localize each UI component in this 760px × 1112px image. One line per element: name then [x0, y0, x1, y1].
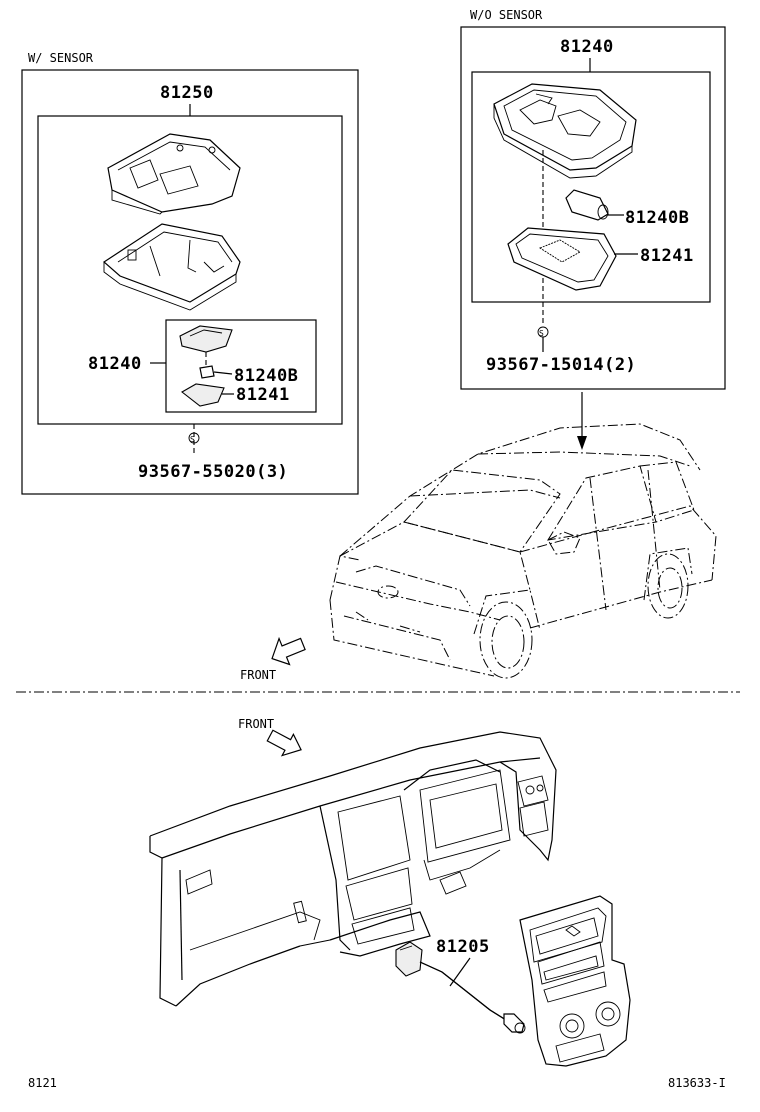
without-sensor-frame [460, 26, 726, 390]
figure-code: 813633-I [668, 1076, 726, 1090]
lamp-bracket [107, 133, 241, 215]
without-sensor-group: W/O SENSOR 81240 81240B 81241 [460, 8, 726, 390]
part-81241-left-label: 81241 [236, 385, 290, 405]
screw-symbol-right: S [537, 326, 549, 352]
sensor-81205 [395, 941, 526, 1034]
dashboard-outline [149, 731, 557, 1007]
assembly-81240-frame [471, 71, 711, 303]
part-93567-55020-label: 93567-55020(3) [138, 462, 288, 482]
part-81240-right-label: 81240 [560, 37, 614, 57]
part-81240B-left-label: 81240B [234, 366, 298, 386]
part-81240B-right-label: 81240B [625, 208, 689, 228]
vehicle-front-label: FRONT [240, 668, 276, 682]
center-panel [519, 895, 631, 1067]
small-lens [181, 383, 234, 407]
with-sensor-label: W/ SENSOR [28, 51, 94, 65]
sub-assembly-81240-frame [165, 319, 317, 413]
vehicle-outline [329, 423, 717, 679]
assembly-81250-frame [37, 115, 343, 425]
map-lamp-housing [493, 83, 637, 179]
part-81241-right-label: 81241 [640, 246, 694, 266]
small-lamp-body [179, 325, 233, 366]
map-lamp-bulb [565, 189, 624, 221]
without-sensor-label: W/O SENSOR [470, 8, 543, 22]
screw-symbol-left: S [188, 432, 200, 444]
map-lamp-lens [507, 227, 638, 291]
with-sensor-frame [21, 69, 359, 495]
with-sensor-group: W/ SENSOR 81250 81240 [21, 51, 359, 495]
lamp-housing [103, 223, 241, 311]
page-code: 8121 [28, 1076, 57, 1090]
part-81250-label: 81250 [160, 83, 214, 103]
part-81205-label: 81205 [436, 937, 490, 957]
part-93567-15014-label: 93567-15014(2) [486, 355, 636, 375]
svg-text:S: S [190, 435, 195, 444]
dashboard-front-arrow [266, 729, 302, 757]
part-81240-left-label: 81240 [88, 354, 142, 374]
vehicle-front-arrow [271, 636, 306, 666]
dashboard-front-label: FRONT [238, 717, 274, 731]
location-arrow [577, 392, 587, 450]
svg-text:S: S [539, 329, 544, 338]
small-bulb [199, 365, 233, 379]
